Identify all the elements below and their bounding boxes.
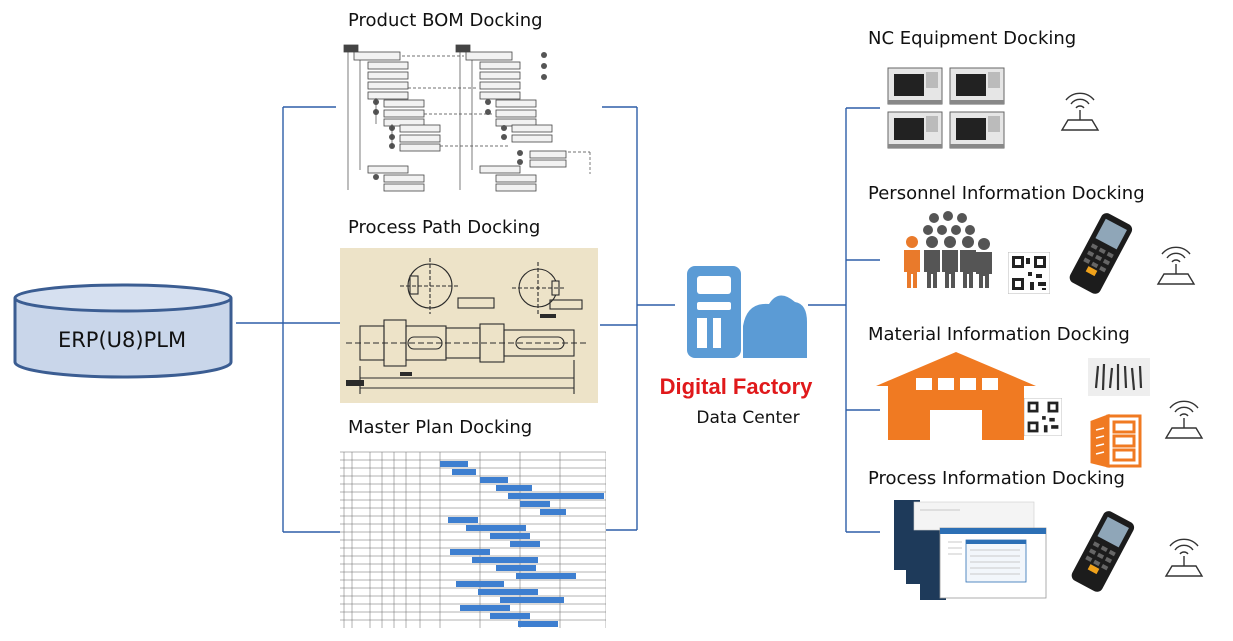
bom-section-title: Product BOM Docking (348, 10, 543, 31)
wireless-antenna-icon (1164, 538, 1204, 577)
wireless-antenna-icon (1156, 246, 1196, 285)
material-section-title: Material Information Docking (868, 324, 1130, 345)
process-info-section-title: Process Information Docking (868, 468, 1125, 489)
nc-section-title: NC Equipment Docking (868, 28, 1077, 49)
wireless-antenna-icon (1164, 400, 1204, 439)
qr-code-icon (1008, 252, 1050, 294)
tools-icon (1088, 358, 1150, 396)
erp-label: ERP(U8)PLM (57, 328, 187, 352)
digital-factory-title: Digital Factory (659, 374, 813, 399)
storage-cabinet-icon (1090, 413, 1142, 468)
cnc-machine-icon (887, 67, 1005, 149)
people-group-icon (904, 211, 992, 288)
qr-code-icon (1024, 398, 1062, 436)
warehouse-icon (876, 352, 1036, 440)
gantt-table-image (340, 450, 606, 628)
process-path-section-title: Process Path Docking (348, 217, 541, 238)
handheld-scanner-icon (1069, 213, 1133, 294)
master-plan-section-title: Master Plan Docking (348, 417, 533, 438)
database-cylinder-icon (13, 283, 233, 379)
shaft-drawing-image (340, 248, 598, 403)
handheld-scanner-icon (1071, 511, 1135, 592)
cloud-data-center-icon (687, 266, 807, 358)
wireless-antenna-icon (1060, 92, 1100, 131)
data-center-subtitle: Data Center (696, 408, 800, 428)
software-screens-icon (894, 500, 1047, 600)
bom-tree-image (340, 42, 602, 192)
personnel-section-title: Personnel Information Docking (868, 183, 1145, 204)
